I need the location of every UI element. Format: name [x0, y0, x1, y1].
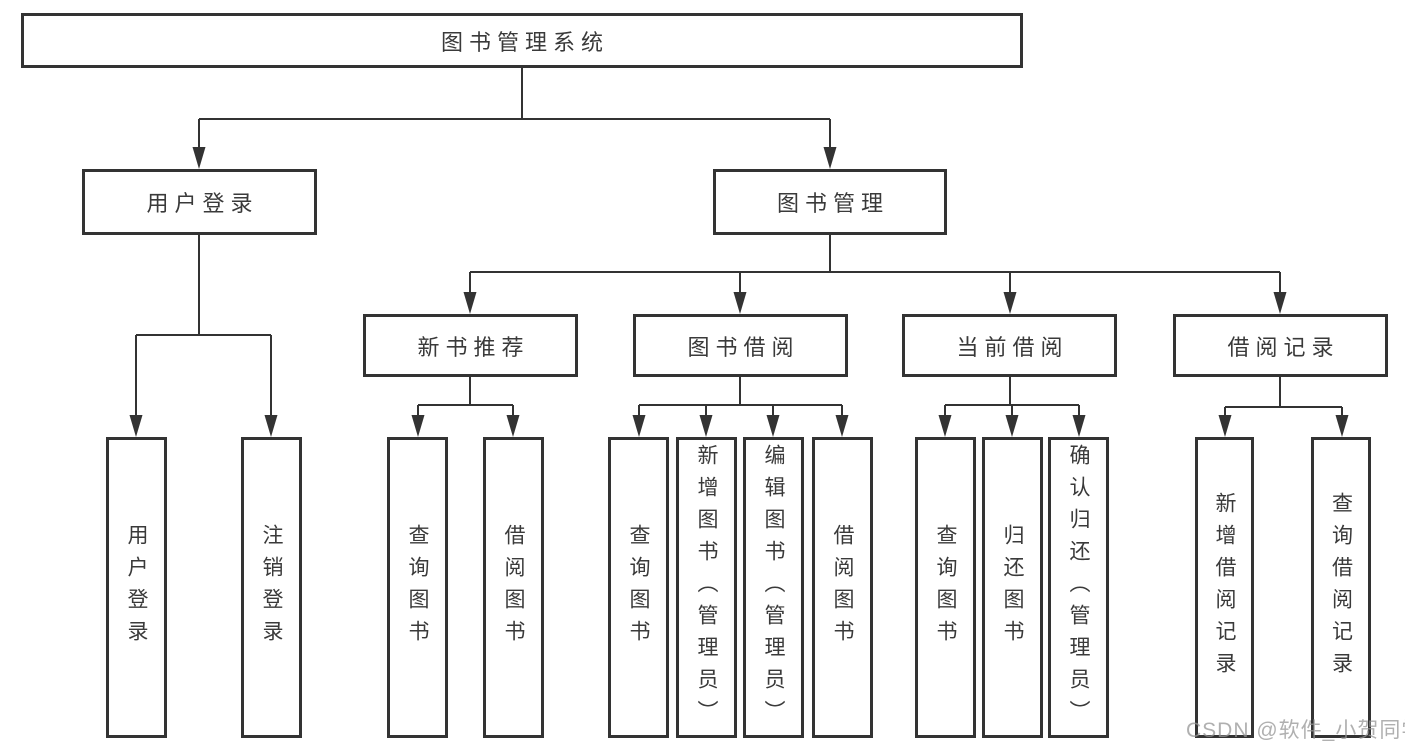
connector-book-management-to-level3	[469, 235, 1281, 296]
node-label: 图书管理	[776, 191, 889, 216]
connector-new-book-recommend-to-leaves	[417, 377, 514, 419]
node-book-borrow: 图书借阅	[633, 314, 848, 377]
node-label: 图书管理系统	[440, 29, 609, 55]
leaf-label: 查询图书	[934, 523, 957, 652]
node-current-borrow: 当前借阅	[902, 314, 1117, 377]
leaf-query-borrow-record: 查询借阅记录	[1311, 437, 1371, 738]
leaf-borrow-books: 借阅图书	[812, 437, 873, 738]
leaf-query-books-borrow: 查询图书	[608, 437, 669, 738]
leaf-add-books-admin: 新增图书（管理员）	[676, 437, 737, 738]
node-label: 当前借阅	[956, 334, 1069, 360]
leaf-label: 新增图书（管理员）	[695, 443, 718, 732]
node-label: 新书推荐	[417, 334, 530, 360]
node-label: 用户登录	[146, 191, 259, 216]
node-new-book-recommend: 新书推荐	[363, 314, 578, 377]
node-user-login: 用户登录	[82, 169, 317, 235]
leaf-user-login: 用户登录	[106, 437, 167, 738]
connector-book-borrow-to-leaves	[638, 377, 843, 419]
node-book-management: 图书管理	[713, 169, 947, 235]
leaf-edit-books-admin: 编辑图书（管理员）	[743, 437, 804, 738]
leaf-label: 编辑图书（管理员）	[762, 443, 785, 732]
leaf-label: 用户登录	[125, 523, 148, 652]
connector-current-borrow-to-leaves	[944, 377, 1080, 419]
leaf-query-books-recommend: 查询图书	[387, 437, 448, 738]
leaf-return-books: 归还图书	[982, 437, 1043, 738]
leaf-borrow-books-recommend: 借阅图书	[483, 437, 544, 738]
leaf-label: 新增借阅记录	[1213, 491, 1236, 684]
leaf-label: 查询借阅记录	[1329, 491, 1353, 684]
node-borrow-records: 借阅记录	[1173, 314, 1388, 377]
leaf-label: 查询图书	[406, 523, 429, 652]
csdn-watermark: CSDN @软件_小贺同学	[1186, 719, 1405, 742]
leaf-add-borrow-record: 新增借阅记录	[1195, 437, 1254, 738]
connector-root-to-level2	[198, 68, 831, 150]
leaf-label: 注销登录	[260, 523, 283, 652]
leaf-label: 借阅图书	[502, 523, 525, 652]
leaf-label: 借阅图书	[831, 523, 854, 652]
node-library-management-system: 图书管理系统	[21, 13, 1023, 68]
leaf-label: 查询图书	[627, 523, 650, 652]
leaf-label: 确认归还（管理员）	[1067, 443, 1090, 732]
leaf-label: 归还图书	[1001, 523, 1024, 652]
leaf-logout: 注销登录	[241, 437, 302, 738]
connector-borrow-records-to-leaves	[1224, 377, 1343, 419]
node-label: 图书借阅	[687, 334, 800, 360]
node-label: 借阅记录	[1227, 334, 1340, 360]
connector-user-login-to-leaves	[135, 235, 272, 419]
arrowheads	[129, 147, 1349, 437]
leaf-confirm-return-admin: 确认归还（管理员）	[1048, 437, 1109, 738]
leaf-query-books-current: 查询图书	[915, 437, 976, 738]
